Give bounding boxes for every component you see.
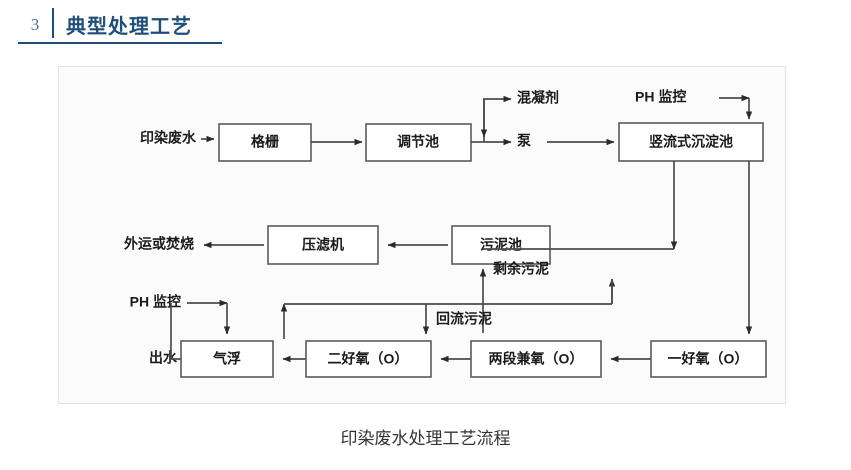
- figure-caption: 印染废水处理工艺流程: [340, 429, 511, 448]
- node-label-coagulant: 混凝剂: [517, 90, 559, 106]
- node-box-sludgepond: [451, 225, 551, 265]
- edge-label-excess-sludge: 剩余污泥: [493, 261, 549, 277]
- node-label-haul: 外运或焚烧: [124, 236, 194, 252]
- node-label-pump: 泵: [517, 133, 531, 149]
- node-label-effluent: 出水: [149, 350, 178, 366]
- node-label-flotation: 气浮: [212, 351, 241, 367]
- node-label-ph-bottom: PH 监控: [130, 294, 181, 310]
- node-label-sludgepond: 污泥池: [480, 237, 522, 253]
- node-label-inlet: 印染废水: [140, 130, 197, 146]
- node-label-aerobic1: 一好氧（O）: [668, 351, 749, 367]
- node-label-anoxic2stage: 两段兼氧（O）: [489, 351, 584, 367]
- node-box-grid: [218, 123, 312, 162]
- section-header: 3 典型处理工艺: [18, 6, 222, 44]
- edge-flotation-left-tail: [170, 303, 181, 360]
- node-label-filterpress: 压滤机: [302, 237, 344, 253]
- flowchart-svg: 印染废水 格栅 调节池 混凝剂 泵 PH 监控 竖流式沉淀池: [124, 89, 767, 378]
- node-box-aerobic1: [650, 340, 767, 378]
- node-box-aerobic2: [305, 340, 432, 378]
- flowchart-panel: 印染废水 格栅 调节池 混凝剂 泵 PH 监控 竖流式沉淀池: [58, 66, 786, 404]
- section-title: 典型处理工艺: [66, 15, 192, 38]
- edge-regulate-to-coagulant: [483, 95, 512, 142]
- node-label-grid: 格栅: [251, 134, 279, 150]
- node-label-settler: 竖流式沉淀池: [649, 134, 733, 150]
- node-label-ph-top: PH 监控: [635, 89, 686, 105]
- section-number: 3: [30, 14, 40, 34]
- edge-label-return-sludge: 回流污泥: [436, 311, 492, 327]
- node-box-settler: [618, 122, 764, 162]
- node-box-flotation: [180, 340, 274, 378]
- node-box-filterpress: [267, 225, 379, 265]
- section-header-divider: [52, 8, 54, 38]
- node-label-aerobic2: 二好氧（O）: [328, 351, 409, 367]
- node-box-anoxic2stage: [470, 340, 602, 378]
- node-label-regulate: 调节池: [397, 134, 439, 150]
